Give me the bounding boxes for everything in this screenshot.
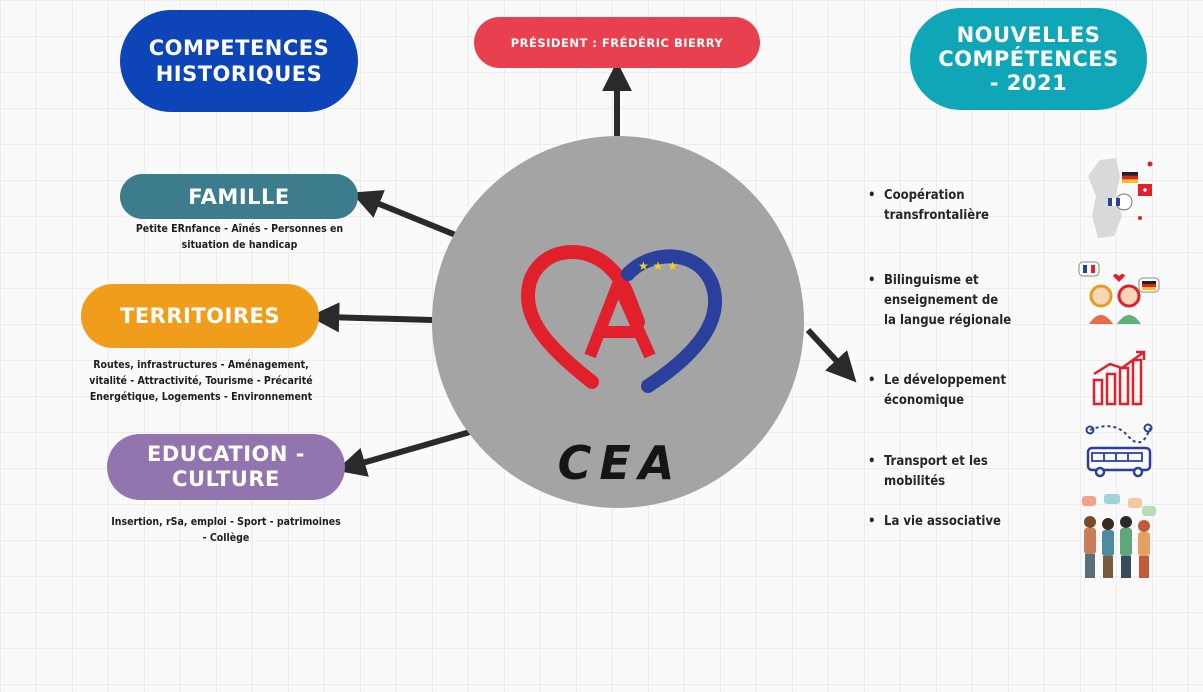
bus-route-icon (1085, 423, 1153, 478)
logo-red-a-icon (520, 244, 645, 389)
famille-pill: FAMILLE (120, 174, 358, 219)
famille-label: FAMILLE (188, 184, 290, 209)
bullet-icon: • (868, 454, 876, 469)
growth-chart-icon (1092, 350, 1146, 406)
president-header: PRÉSIDENT : FRÉDÉRIC BIERRY (474, 17, 760, 68)
arrow-to-new-competences (805, 327, 857, 383)
education-pill: EDUCATION - CULTURE (107, 434, 345, 500)
territoires-description: Routes, infrastructures - Aménagement, v… (89, 359, 313, 403)
bullet-icon: • (868, 188, 876, 203)
bullet-icon: • (868, 514, 876, 529)
famille-description: Petite ERnfance - Aînés - Personnes en s… (135, 223, 344, 251)
education-label: EDUCATION - CULTURE (147, 441, 305, 491)
historical-competences-header: COMPETENCES HISTORIQUES (120, 10, 358, 112)
list-item: • La vie associative (868, 512, 1014, 532)
list-item-label: Coopération transfrontalière (884, 188, 989, 223)
new-competences-header: NOUVELLES COMPÉTENCES - 2021 (910, 8, 1147, 110)
list-item-label: Le développement économique (884, 373, 1007, 408)
logo-a-letter-icon (584, 278, 656, 359)
list-item: • Coopération transfrontalière (868, 186, 1014, 226)
territoires-label: TERRITOIRES (120, 304, 280, 328)
arrow-to-famille (351, 190, 460, 239)
bullet-icon: • (868, 373, 876, 388)
education-description: Insertion, rSa, emploi - Sport - patrimo… (111, 516, 341, 544)
list-item: • Transport et les mobilités (868, 452, 1014, 492)
arrow-to-education (335, 429, 471, 477)
list-item-label: Transport et les mobilités (884, 454, 988, 489)
bilingual-people-icon (1078, 261, 1160, 324)
flags-map-icon (1088, 158, 1153, 238)
cea-circle (432, 136, 804, 508)
new-competences-label: NOUVELLES COMPÉTENCES - 2021 (938, 22, 1119, 96)
list-item: • Le développement économique (868, 371, 1014, 411)
logo-stars-icon: ★ ★ ★ (638, 259, 678, 273)
president-label: PRÉSIDENT : FRÉDÉRIC BIERRY (510, 35, 724, 50)
list-item-label: Bilinguisme et enseignement de la langue… (884, 273, 1012, 328)
group-people-icon (1082, 494, 1156, 578)
list-item: • Bilinguisme et enseignement de la lang… (868, 271, 1014, 331)
list-item-label: La vie associative (884, 514, 1001, 529)
territoires-pill: TERRITOIRES (81, 284, 319, 348)
arrow-to-territoires (309, 302, 433, 333)
bullet-icon: • (868, 273, 876, 288)
cea-title: CEA (557, 436, 683, 490)
logo-blue-heart-icon (621, 249, 723, 393)
cea-logo: ★ ★ ★ (520, 244, 723, 393)
historical-competences-label: COMPETENCES HISTORIQUES (148, 35, 330, 86)
